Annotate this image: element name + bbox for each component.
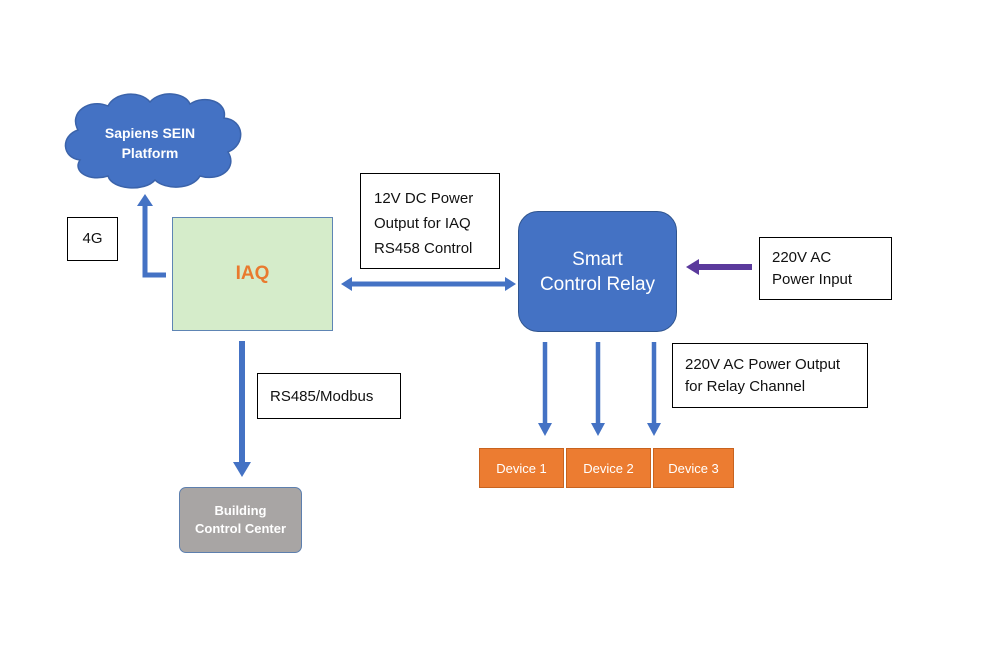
device-1-label: Device 1 (496, 460, 547, 476)
relay-label-line2: Control Relay (539, 273, 656, 295)
rs485-label-box: RS485/Modbus (257, 373, 401, 419)
cloud-label-line1: Sapiens SEIN (104, 125, 196, 141)
device-3-label: Device 3 (668, 460, 719, 476)
smart-control-relay-box: Smart Control Relay (518, 211, 677, 332)
relay-to-device2-arrow (591, 342, 605, 436)
ac-power-output-box: 220V AC Power Output for Relay Channel (672, 343, 868, 408)
ac-input-arrow (686, 259, 752, 275)
building-control-center-box: Building Control Center (179, 487, 302, 553)
device-2-label: Device 2 (583, 460, 634, 476)
ac-output-line2: for Relay Channel (685, 378, 806, 395)
power-control-label-box: 12V DC Power Output for IAQ RS458 Contro… (360, 173, 500, 269)
bcc-label-line2: Control Center (195, 521, 286, 536)
cloud-shape (64, 93, 242, 189)
iaq-box: IAQ (172, 217, 333, 331)
4g-label: 4G (82, 230, 103, 247)
iaq-to-bcc-arrow (233, 341, 251, 477)
device-2-box: Device 2 (566, 448, 651, 488)
4g-label-box: 4G (67, 217, 118, 261)
relay-to-device1-arrow (538, 342, 552, 436)
cloud-label: Sapiens SEIN Platform (92, 123, 208, 163)
iaq-relay-bidirectional-arrow (341, 277, 516, 291)
device-3-box: Device 3 (653, 448, 734, 488)
ac-output-line1: 220V AC Power Output (685, 356, 841, 373)
iaq-to-cloud-arrow (137, 194, 166, 278)
ac-input-line2: Power Input (772, 271, 853, 288)
device-1-box: Device 1 (479, 448, 564, 488)
power-label-line3: RS458 Control (374, 240, 473, 257)
ac-power-input-box: 220V AC Power Input (759, 237, 892, 300)
iaq-label: IAQ (235, 263, 270, 284)
relay-to-device3-arrow (647, 342, 661, 436)
power-label-line2: Output for IAQ (374, 215, 471, 232)
cloud-label-line2: Platform (121, 145, 179, 161)
ac-input-line1: 220V AC (772, 249, 832, 266)
power-label-line1: 12V DC Power (374, 190, 474, 207)
relay-label-line1: Smart (572, 248, 623, 270)
rs485-label: RS485/Modbus (270, 387, 374, 405)
bcc-label-line1: Building (214, 503, 267, 518)
